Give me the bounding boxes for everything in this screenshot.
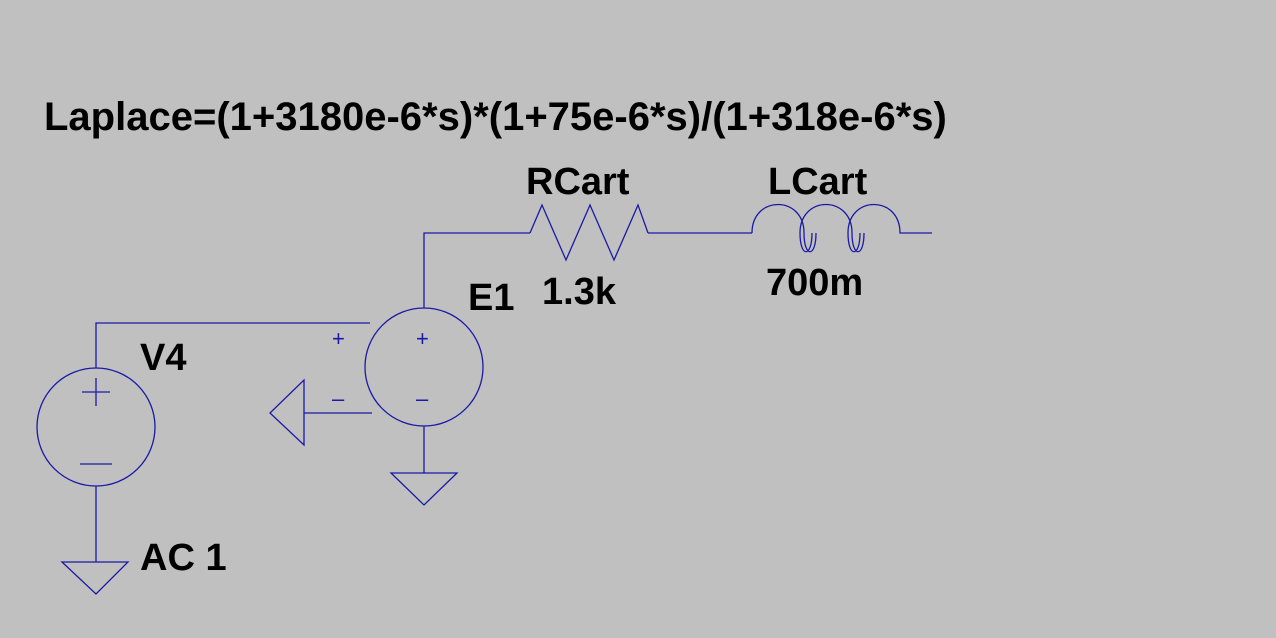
v4-name: V4 xyxy=(140,337,186,379)
ground-e1-input-icon xyxy=(269,378,305,447)
v4-value: AC 1 xyxy=(140,537,227,579)
lcart-name: LCart xyxy=(768,161,868,203)
rcart-value: 1.3k xyxy=(542,271,617,313)
wire-v4-to-e1 xyxy=(95,322,370,368)
vcvs-e1[interactable] xyxy=(364,307,484,427)
e1-out-minus-sign: – xyxy=(416,386,429,411)
e1-in-minus-sign: – xyxy=(332,386,345,411)
e1-name: E1 xyxy=(468,277,514,319)
resistor-rcart[interactable] xyxy=(529,203,649,262)
ground-e1-icon xyxy=(389,472,459,506)
rcart-name: RCart xyxy=(526,161,630,203)
lcart-value: 700m xyxy=(766,262,863,304)
inductor-lcart[interactable] xyxy=(751,203,904,253)
e1-in-plus-sign: + xyxy=(332,326,345,351)
voltage-source-v4[interactable] xyxy=(36,367,156,487)
laplace-directive[interactable]: Laplace=(1+3180e-6*s)*(1+75e-6*s)/(1+318… xyxy=(44,95,947,139)
e1-out-plus-sign: + xyxy=(416,326,429,351)
wire-e1-to-rcart xyxy=(423,232,530,308)
ground-v4-icon xyxy=(60,561,130,595)
